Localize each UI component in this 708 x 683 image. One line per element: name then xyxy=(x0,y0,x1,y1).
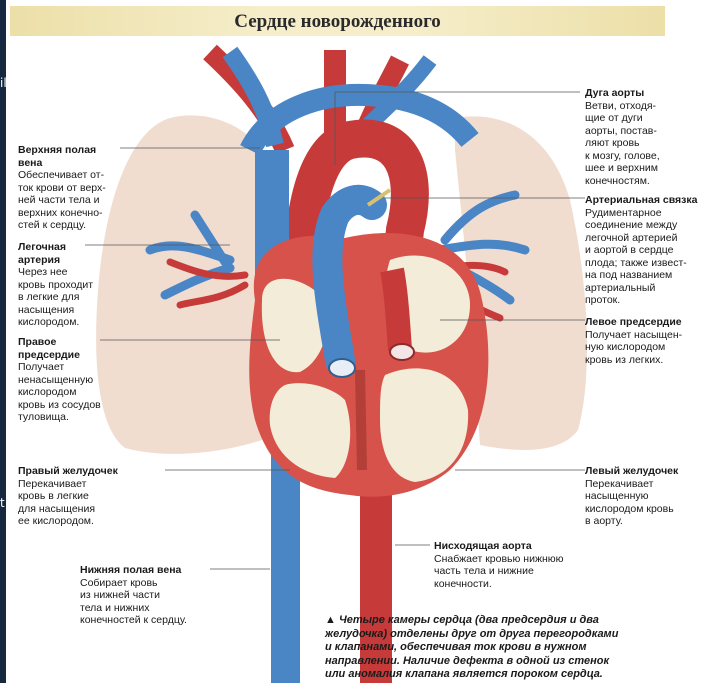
label-inferior-vena-cava: Нижняя полая вена Собирает кровь из нижн… xyxy=(80,564,220,627)
label-right-ventricle: Правый желудочек Перекачивает кровь в ле… xyxy=(18,465,168,528)
aorta-root xyxy=(392,270,400,350)
label-superior-vena-cava: Верхняя полая вена Обеспечивает от- ток … xyxy=(18,144,138,232)
label-aortic-arch: Дуга аорты Ветви, отходя- щие от дуги ао… xyxy=(585,87,705,187)
label-pulmonary-artery: Легочная артерия Через нее кровь проходи… xyxy=(18,241,118,329)
pulmonary-valve xyxy=(329,359,355,377)
label-left-ventricle: Левый желудочек Перекачивает насыщенную … xyxy=(585,465,705,528)
label-left-atrium: Левое предсердие Получает насыщен- ную к… xyxy=(585,316,705,366)
left-ventricle xyxy=(380,368,468,482)
septum xyxy=(360,370,362,470)
figure-caption: ▲ Четыре камеры сердца (два предсердия и… xyxy=(325,614,660,682)
aortic-valve xyxy=(390,344,414,360)
label-right-atrium: Правое предсердие Получает ненасыщенную … xyxy=(18,336,128,424)
label-ligamentum-arteriosum: Артериальная связка Рудиментарное соедин… xyxy=(585,194,707,307)
label-descending-aorta: Нисходящая аорта Снабжает кровью нижнюю … xyxy=(434,540,594,590)
